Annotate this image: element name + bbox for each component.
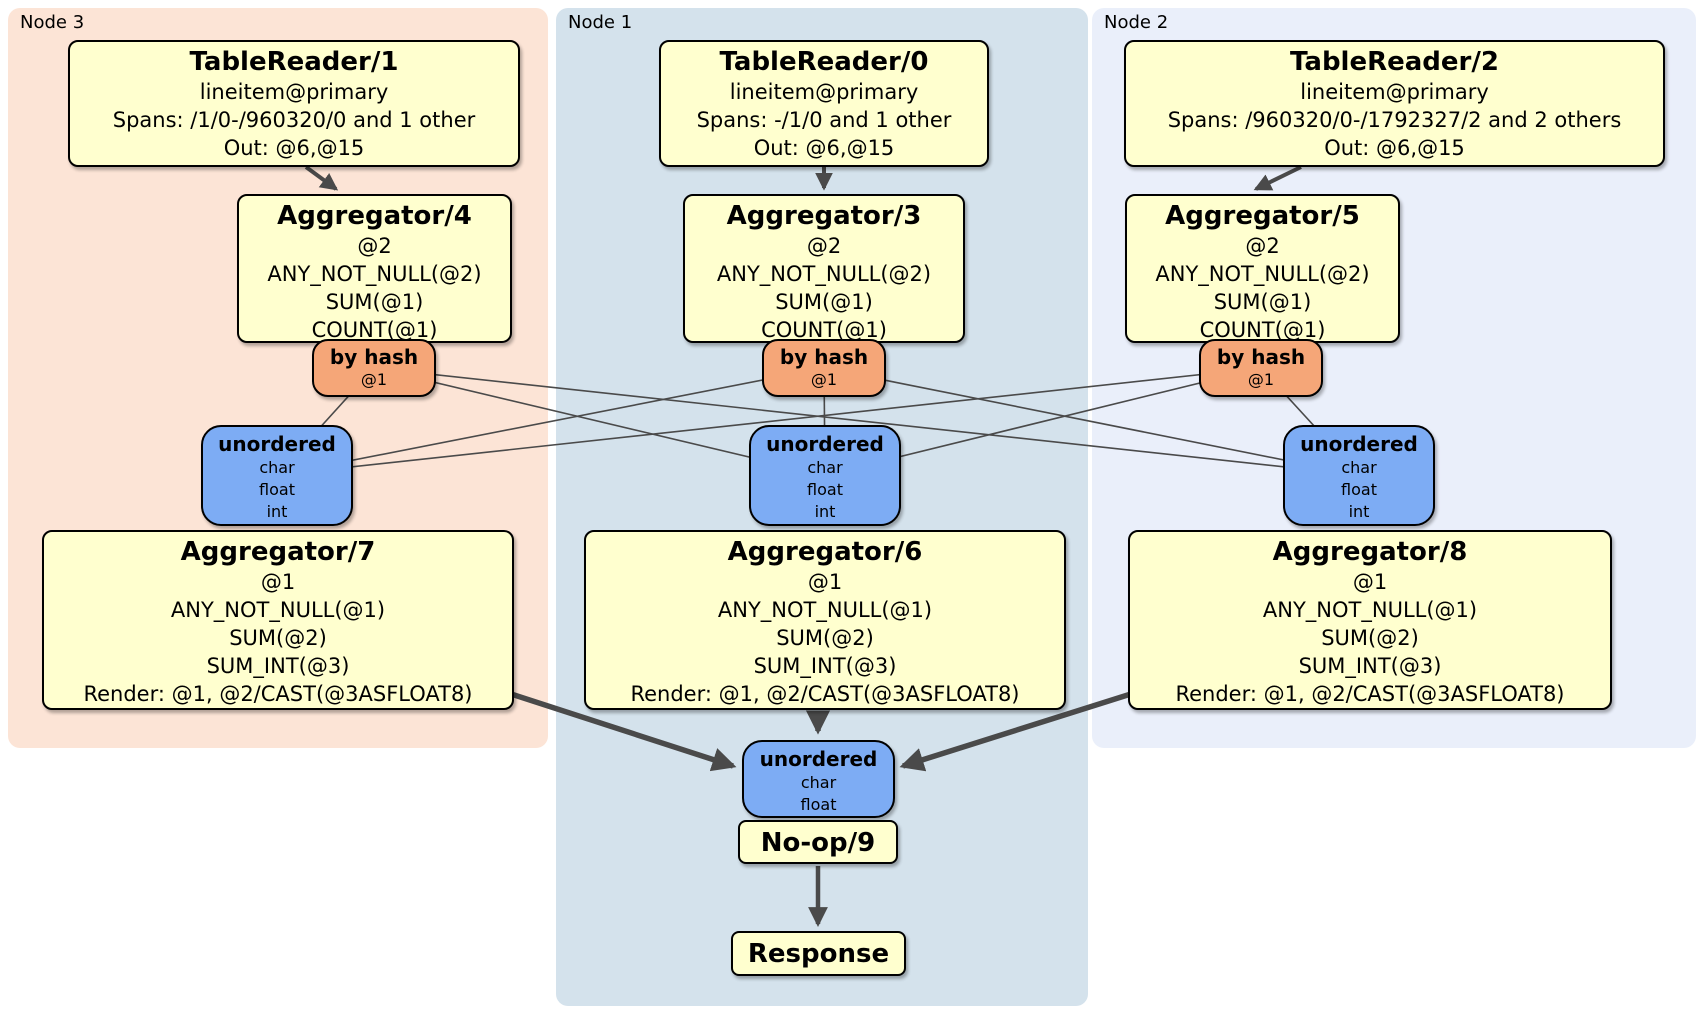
router-detail: @1 xyxy=(810,370,838,389)
processor-detail: ANY_NOT_NULL(@2) xyxy=(1155,262,1370,286)
processor-detail: Render: @1, @2/CAST(@3ASFLOAT8) xyxy=(83,682,473,706)
sync-unordered-right: unordered char float int xyxy=(1283,425,1435,526)
processor-aggregator-4: Aggregator/4 @2 ANY_NOT_NULL(@2) SUM(@1)… xyxy=(237,194,512,343)
processor-title: Aggregator/7 xyxy=(180,537,376,567)
processor-detail: Out: @6,@15 xyxy=(1324,136,1465,160)
processor-detail: Out: @6,@15 xyxy=(223,136,365,160)
processor-tablereader-1: TableReader/1 lineitem@primary Spans: /1… xyxy=(68,40,520,167)
node2-label: Node 2 xyxy=(1104,12,1169,33)
sync-unordered-left: unordered char float int xyxy=(201,425,353,526)
router-by-hash-right: by hash @1 xyxy=(1199,339,1323,397)
processor-tablereader-2: TableReader/2 lineitem@primary Spans: /9… xyxy=(1124,40,1665,167)
node1-label: Node 1 xyxy=(568,12,633,33)
response-node: Response xyxy=(731,931,906,976)
sync-column: int xyxy=(814,502,836,521)
sync-column: char xyxy=(259,458,295,477)
processor-aggregator-5: Aggregator/5 @2 ANY_NOT_NULL(@2) SUM(@1)… xyxy=(1125,194,1400,343)
processor-title: TableReader/1 xyxy=(189,47,399,77)
processor-detail: @2 xyxy=(806,234,842,258)
processor-detail: @2 xyxy=(1245,234,1280,258)
sync-column: char xyxy=(1341,458,1377,477)
processor-detail: COUNT(@1) xyxy=(1199,318,1326,342)
sync-column: float xyxy=(1341,480,1377,499)
processor-aggregator-8: Aggregator/8 @1 ANY_NOT_NULL(@1) SUM(@2)… xyxy=(1128,530,1612,710)
router-detail: @1 xyxy=(360,370,388,389)
processor-detail: SUM(@2) xyxy=(1321,626,1419,650)
processor-detail: SUM(@1) xyxy=(325,290,424,314)
processor-title: Response xyxy=(747,939,890,969)
processor-aggregator-7: Aggregator/7 @1 ANY_NOT_NULL(@1) SUM(@2)… xyxy=(42,530,514,710)
processor-title: TableReader/0 xyxy=(719,47,929,77)
processor-detail: SUM_INT(@3) xyxy=(1298,654,1442,678)
processor-title: Aggregator/6 xyxy=(727,537,923,567)
processor-detail: Render: @1, @2/CAST(@3ASFLOAT8) xyxy=(630,682,1020,706)
node3-label: Node 3 xyxy=(20,12,85,33)
edge-tr2-agg5 xyxy=(1253,165,1302,191)
processor-title: Aggregator/4 xyxy=(277,201,472,231)
sync-title: unordered xyxy=(766,432,884,456)
processor-detail: SUM_INT(@3) xyxy=(206,654,350,678)
processor-detail: SUM(@1) xyxy=(775,290,873,314)
processor-detail: lineitem@primary xyxy=(1300,80,1489,104)
processor-detail: SUM(@1) xyxy=(1213,290,1312,314)
sync-title: unordered xyxy=(218,432,336,456)
processor-detail: COUNT(@1) xyxy=(761,318,887,342)
router-title: by hash xyxy=(779,345,869,369)
processor-title: Aggregator/8 xyxy=(1272,537,1468,567)
processor-aggregator-6: Aggregator/6 @1 ANY_NOT_NULL(@1) SUM(@2)… xyxy=(584,530,1066,710)
processor-detail: lineitem@primary xyxy=(199,80,389,104)
sync-title: unordered xyxy=(759,747,878,771)
router-by-hash-middle: by hash @1 xyxy=(762,339,886,397)
processor-detail: ANY_NOT_NULL(@2) xyxy=(267,262,482,286)
processor-detail: COUNT(@1) xyxy=(311,318,438,342)
sync-title: unordered xyxy=(1300,432,1418,456)
sync-unordered-funnel: unordered char float xyxy=(742,740,895,818)
router-title: by hash xyxy=(1216,345,1306,369)
processor-detail: SUM_INT(@3) xyxy=(753,654,897,678)
processor-detail: @2 xyxy=(357,234,392,258)
processor-title: No-op/9 xyxy=(760,828,876,858)
processor-detail: @1 xyxy=(1352,570,1388,594)
sync-column: char xyxy=(807,458,843,477)
processor-aggregator-3: Aggregator/3 @2 ANY_NOT_NULL(@2) SUM(@1)… xyxy=(683,194,965,343)
processor-detail: Spans: -/1/0 and 1 other xyxy=(696,108,952,132)
router-by-hash-left: by hash @1 xyxy=(312,339,436,397)
flow-arrows xyxy=(304,165,1302,927)
processor-detail: Render: @1, @2/CAST(@3ASFLOAT8) xyxy=(1175,682,1565,706)
sync-column: float xyxy=(259,480,295,499)
processor-detail: ANY_NOT_NULL(@1) xyxy=(717,598,933,622)
processor-detail: SUM(@2) xyxy=(776,626,874,650)
processor-tablereader-0: TableReader/0 lineitem@primary Spans: -/… xyxy=(659,40,989,167)
processor-detail: @1 xyxy=(807,570,843,594)
processor-title: Aggregator/5 xyxy=(1165,201,1360,231)
sync-column: char xyxy=(800,773,837,792)
sync-column: float xyxy=(800,795,837,814)
sync-column: float xyxy=(807,480,843,499)
processor-detail: ANY_NOT_NULL(@1) xyxy=(170,598,386,622)
processor-detail: Out: @6,@15 xyxy=(753,136,895,160)
edge-agg7-funnel xyxy=(507,690,737,772)
processor-detail: lineitem@primary xyxy=(729,80,919,104)
processor-detail: Spans: /960320/0-/1792327/2 and 2 others xyxy=(1167,108,1622,132)
sync-column: int xyxy=(266,502,288,521)
processor-detail: @1 xyxy=(260,570,296,594)
processor-title: Aggregator/3 xyxy=(726,201,922,231)
sync-unordered-middle: unordered char float int xyxy=(749,425,901,526)
edge-agg8-funnel xyxy=(899,690,1135,772)
sync-column: int xyxy=(1348,502,1370,521)
processor-detail: Spans: /1/0-/960320/0 and 1 other xyxy=(112,108,476,132)
edge-tr1-agg4 xyxy=(304,165,339,191)
processor-detail: ANY_NOT_NULL(@2) xyxy=(716,262,932,286)
router-detail: @1 xyxy=(1247,370,1275,389)
router-title: by hash xyxy=(329,345,419,369)
processor-detail: SUM(@2) xyxy=(229,626,327,650)
processor-noop-9: No-op/9 xyxy=(738,820,898,864)
processor-detail: ANY_NOT_NULL(@1) xyxy=(1262,598,1478,622)
processor-title: TableReader/2 xyxy=(1290,47,1499,77)
